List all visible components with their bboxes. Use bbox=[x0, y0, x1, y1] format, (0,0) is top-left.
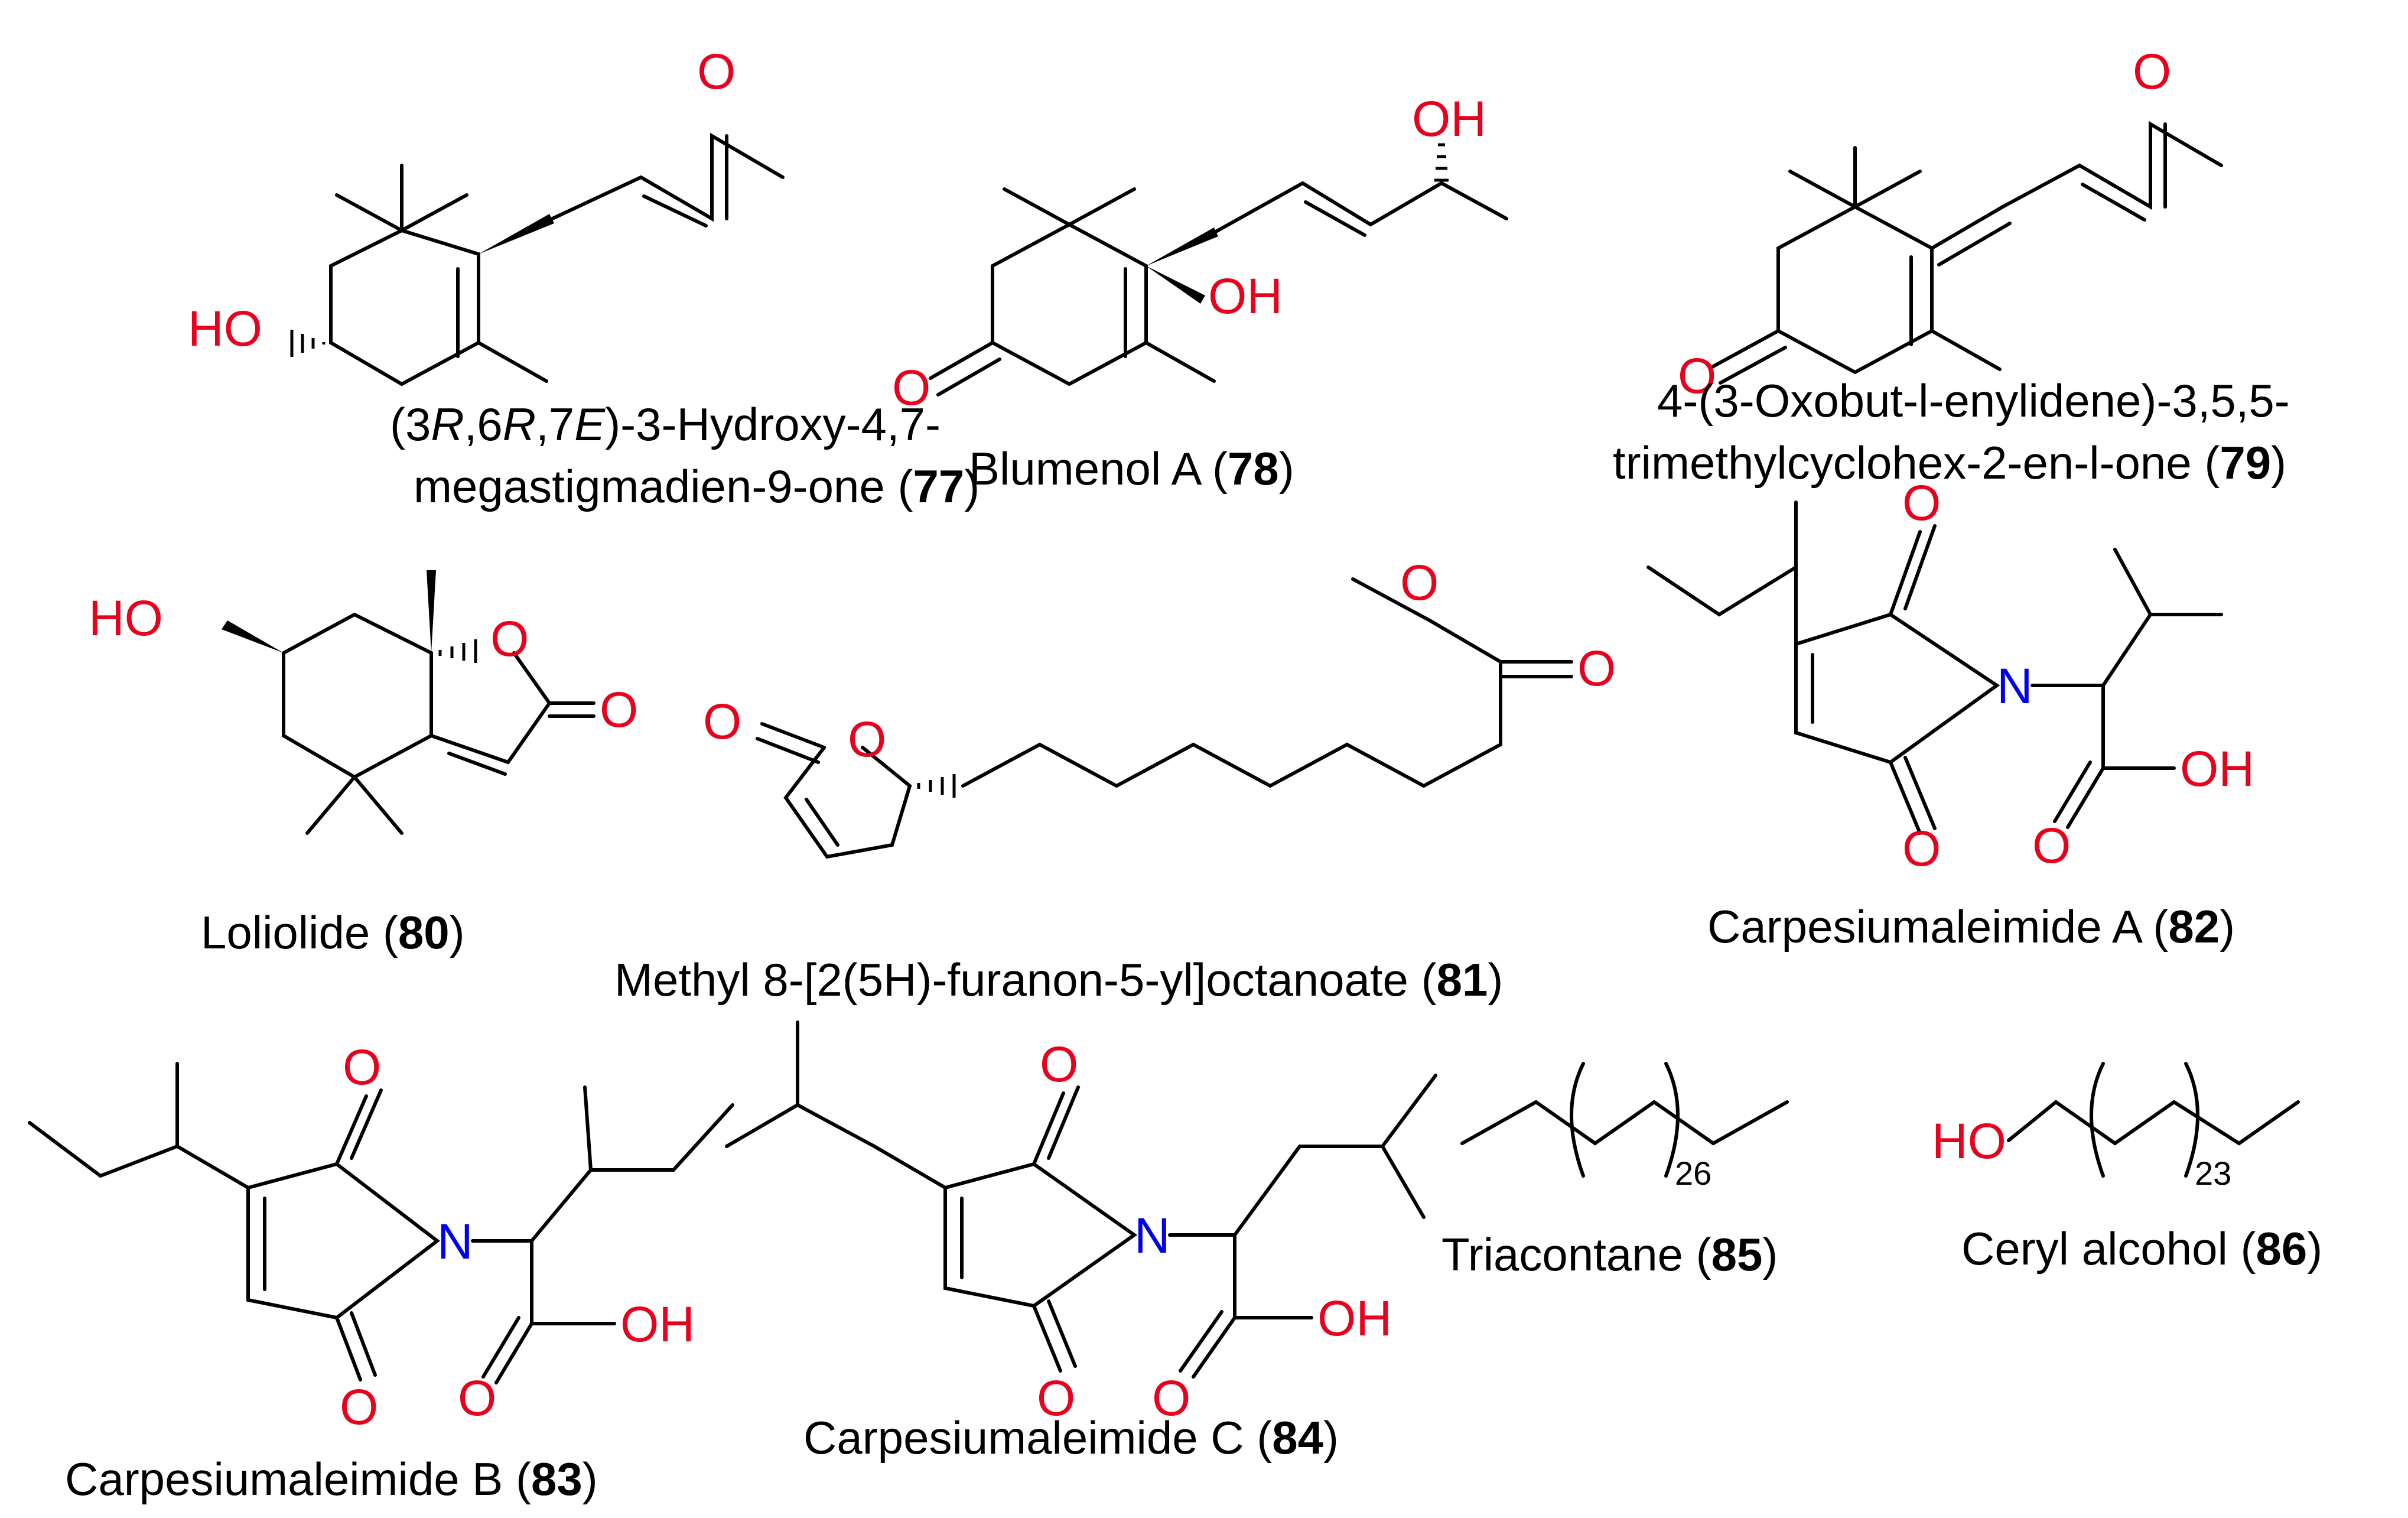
oxygen-82-top: O bbox=[1902, 475, 1941, 531]
hydroxyl-78-side: OH bbox=[1208, 268, 1283, 324]
label-86: Ceryl alcohol (86) bbox=[1961, 1223, 2322, 1275]
hydroxyl-86: HO bbox=[1932, 1113, 2006, 1169]
label-77: (3R,6R,7E)-3-Hydroxy-4,7- bbox=[390, 398, 941, 450]
oxygen-83-top: O bbox=[343, 1039, 381, 1095]
nitrogen-82: N bbox=[1997, 658, 2033, 714]
label-79-line1: 4-(3-Oxobut-l-enylidene)-3,5,5- bbox=[1657, 375, 2290, 427]
label-80: Loliolide (80) bbox=[201, 906, 465, 958]
nitrogen-84: N bbox=[1134, 1208, 1170, 1263]
oxygen-83-bottom: O bbox=[340, 1379, 378, 1435]
oxygen-84-top: O bbox=[1040, 1036, 1078, 1092]
hydroxyl-78-top: OH bbox=[1412, 91, 1486, 147]
label-83: Carpesiumaleimide B (83) bbox=[65, 1453, 598, 1505]
structure-84: O O N O OH bbox=[725, 1020, 1437, 1426]
structure-79: O O bbox=[1678, 44, 2223, 404]
label-78: Blumenol A (78) bbox=[969, 443, 1294, 495]
oxygen-79-top: O bbox=[2133, 44, 2171, 99]
label-77-line2: megastigmadien-9-one (77) bbox=[414, 460, 980, 512]
structure-81: O O O O bbox=[703, 555, 1616, 859]
oxygen-81-carbonyl: O bbox=[703, 694, 741, 749]
hydroxyl-77: HO bbox=[188, 301, 262, 356]
oxygen-82-bottom: O bbox=[1902, 821, 1941, 876]
oxygen-81-ring: O bbox=[848, 711, 886, 767]
oxygen-82-acid: O bbox=[2032, 818, 2071, 873]
oxygen-79-ring: O bbox=[1678, 348, 1716, 404]
structure-78: OH OH O bbox=[892, 91, 1508, 415]
oxygen-80-ring: O bbox=[490, 611, 529, 667]
oxygen-83-acid: O bbox=[458, 1370, 496, 1426]
label-85: Triacontane (85) bbox=[1441, 1228, 1778, 1280]
oxygen-77: O bbox=[697, 44, 736, 99]
hydroxyl-80: HO bbox=[89, 590, 163, 646]
oxygen-84-bottom: O bbox=[1037, 1370, 1075, 1426]
structure-83: O O N O OH bbox=[28, 1039, 734, 1435]
oxygen-81-ester-carbonyl: O bbox=[1577, 641, 1616, 696]
hydroxyl-82: OH bbox=[2180, 741, 2254, 797]
nitrogen-83: N bbox=[437, 1214, 473, 1269]
structure-85: 26 bbox=[1460, 1062, 1789, 1192]
hydroxyl-84: OH bbox=[1317, 1291, 1392, 1346]
repeat-86: 23 bbox=[2195, 1155, 2231, 1192]
oxygen-81-ester: O bbox=[1400, 555, 1439, 610]
oxygen-80-carbonyl: O bbox=[600, 682, 638, 737]
label-81: Methyl 8-[2(5H)-furanon-5-yl]octanoate (… bbox=[614, 954, 1503, 1006]
structure-82: O O N O OH bbox=[1646, 475, 2254, 876]
structure-86: HO 23 bbox=[1932, 1062, 2300, 1192]
oxygen-78: O bbox=[892, 360, 930, 415]
structure-77: HO O bbox=[188, 44, 785, 386]
structure-80: HO O O bbox=[89, 570, 638, 835]
repeat-85: 26 bbox=[1675, 1155, 1711, 1192]
oxygen-84-acid: O bbox=[1152, 1370, 1190, 1426]
label-82: Carpesiumaleimide A (82) bbox=[1707, 901, 2235, 953]
label-79-line2: trimethylcyclohex-2-en-l-one (79) bbox=[1613, 437, 2286, 489]
hydroxyl-83: OH bbox=[620, 1296, 695, 1352]
label-84: Carpesiumaleimide C (84) bbox=[803, 1412, 1339, 1464]
